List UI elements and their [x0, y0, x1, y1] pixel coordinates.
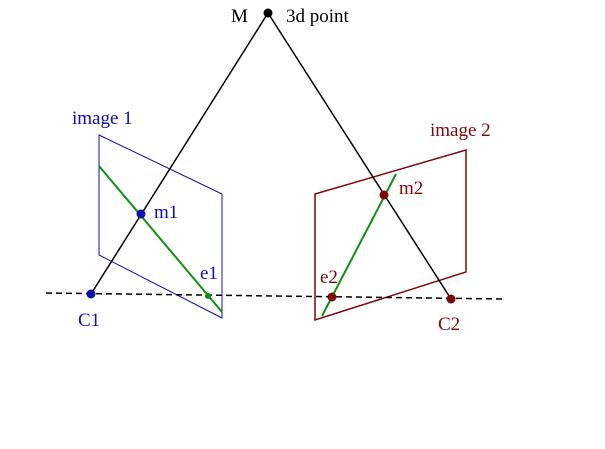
point-m2 — [379, 190, 389, 200]
label-m1: m1 — [154, 202, 178, 223]
point-c1 — [86, 289, 96, 299]
label-M: M — [231, 6, 248, 27]
ray-c1-m — [90, 12, 269, 295]
label-3d-point: 3d point — [286, 6, 350, 27]
point-e2 — [327, 292, 337, 302]
label-C2: C2 — [438, 314, 460, 335]
label-image2: image 2 — [430, 120, 491, 141]
label-image1: image 1 — [72, 108, 133, 129]
image-plane-1 — [98, 134, 223, 319]
label-m2: m2 — [399, 178, 423, 199]
label-e1: e1 — [200, 263, 218, 284]
baseline — [45, 292, 506, 300]
point-c2 — [446, 294, 456, 304]
epipolar-line-1 — [98, 165, 223, 313]
point-m1 — [136, 209, 146, 219]
point-e1 — [205, 293, 211, 299]
ray-c2-m — [267, 12, 452, 300]
label-C1: C1 — [78, 310, 100, 331]
image-plane-2 — [314, 149, 467, 322]
point-m — [263, 8, 273, 18]
label-e2: e2 — [320, 267, 338, 288]
